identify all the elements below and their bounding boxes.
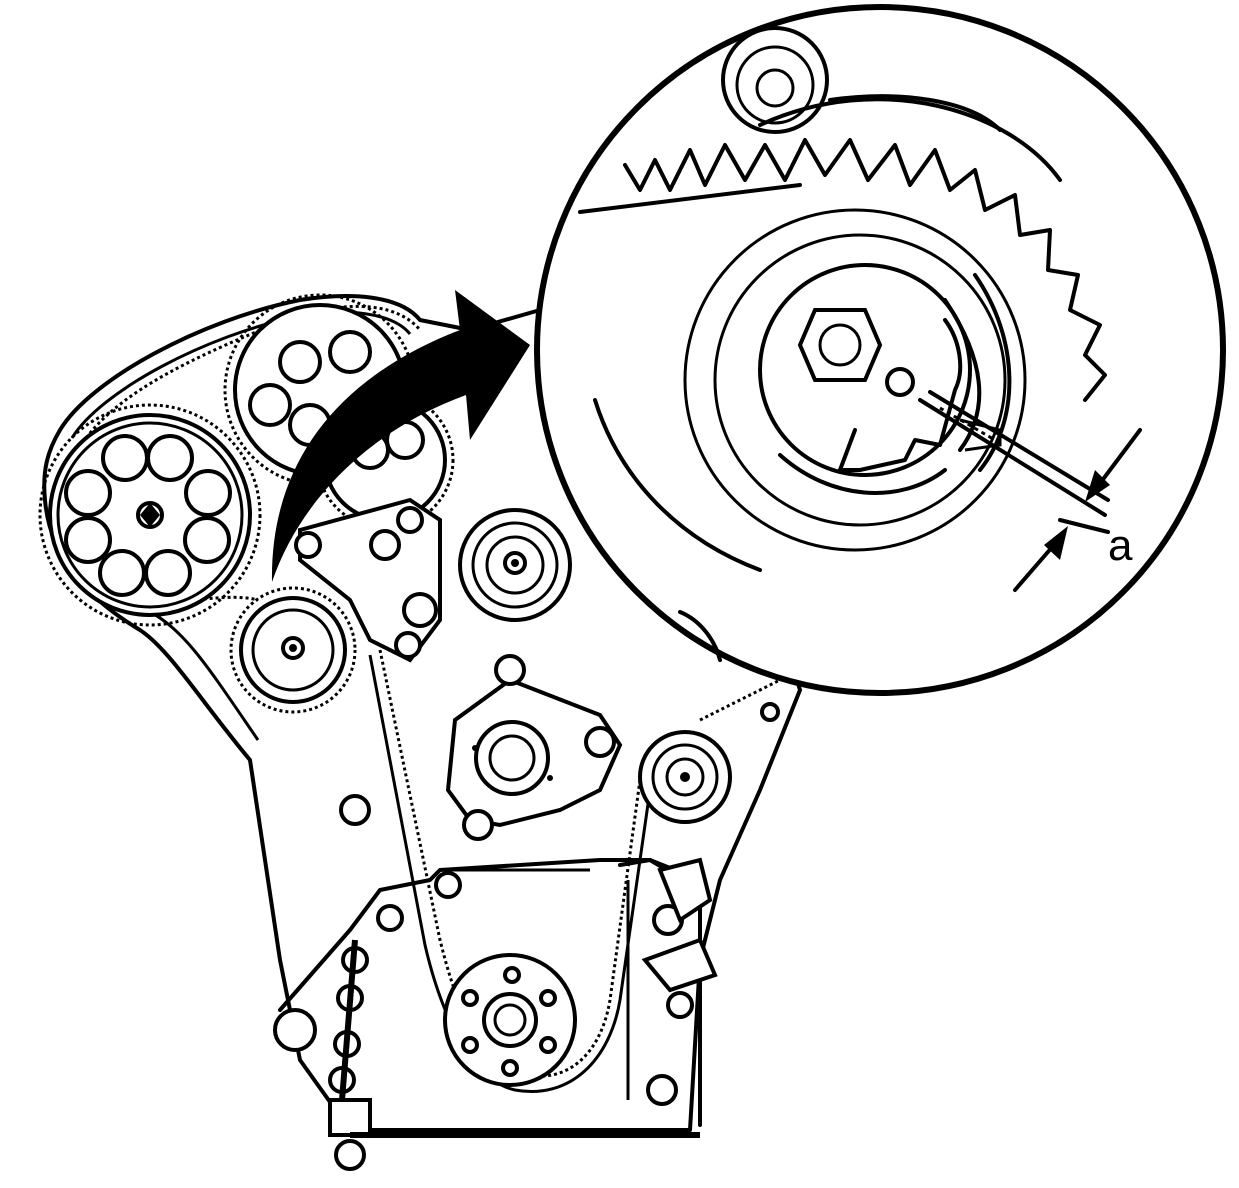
crankshaft-sprocket xyxy=(443,953,577,1087)
upper-bracket xyxy=(298,497,442,663)
engine-front-view xyxy=(38,293,802,1171)
dimension-arrows xyxy=(1013,428,1142,592)
detail-magnifier: a xyxy=(534,4,1226,696)
detail-tensioner xyxy=(683,208,1027,552)
pointer-arrow xyxy=(271,290,530,582)
tensioner-pulley xyxy=(229,586,357,714)
detail-upper-idler xyxy=(721,26,829,134)
water-pump xyxy=(445,654,623,841)
detail-sprocket-teeth xyxy=(623,138,1107,402)
left-camshaft-sprocket xyxy=(38,403,262,627)
callout-label: a xyxy=(1108,521,1133,570)
detail-hex-nut xyxy=(797,308,883,382)
upper-idler-pulley xyxy=(458,508,572,622)
tensioner-chain xyxy=(273,939,700,1171)
lower-idler-pulley xyxy=(638,730,732,824)
